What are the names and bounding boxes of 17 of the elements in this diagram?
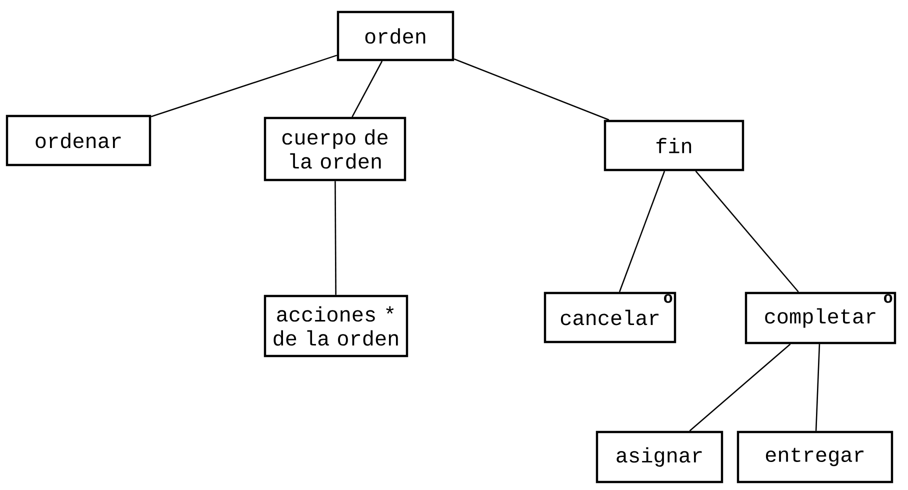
process-box: fin	[604, 120, 744, 172]
process-box: asignar	[596, 430, 724, 484]
process-box: orden	[336, 10, 454, 62]
connector-line	[815, 344, 820, 431]
connector-line	[618, 170, 666, 292]
selection-mark: o	[884, 294, 892, 303]
connector-line	[689, 344, 791, 432]
connector-line	[454, 58, 610, 120]
process-box: ordenar	[6, 114, 152, 166]
connector-line	[695, 170, 799, 292]
connector-line	[150, 54, 338, 118]
process-box: entregar	[736, 430, 894, 484]
process-box: cuerpo de la orden	[264, 116, 406, 182]
selection-mark: o	[664, 294, 672, 303]
connector-line	[352, 60, 383, 118]
process-box: acciones * de la orden	[264, 294, 408, 358]
connector-line	[334, 181, 336, 295]
